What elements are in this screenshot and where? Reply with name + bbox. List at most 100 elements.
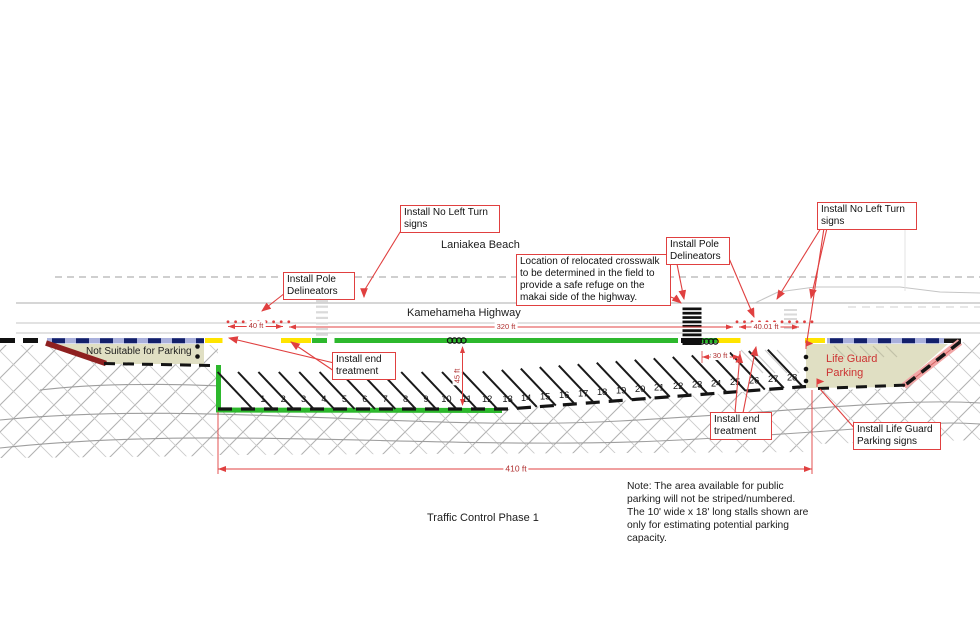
stall-line <box>278 371 315 410</box>
leader-lines <box>227 227 857 431</box>
phase-title: Traffic Control Phase 1 <box>427 512 539 524</box>
delineator-dot <box>287 320 291 324</box>
annotation-life-guard-signs: Install Life Guard Parking signs <box>853 422 941 450</box>
coil-loop <box>703 338 710 345</box>
stall-number: 27 <box>768 374 778 384</box>
stall-line <box>461 371 499 410</box>
stall-line <box>216 371 254 410</box>
faint-crosswalk-bar <box>316 328 328 331</box>
stall-number: 13 <box>502 394 512 404</box>
refuge-hatch-line <box>776 349 800 374</box>
stall-number: 9 <box>423 394 428 404</box>
not-suitable-parking-label: Not Suitable for Parking <box>86 346 192 357</box>
yellow-end-4 <box>805 338 825 343</box>
yellow-end-2 <box>281 338 311 343</box>
dim-crosswalk-offset: 30 ft <box>710 351 730 361</box>
stall-line <box>596 362 633 401</box>
stall-line <box>691 354 728 394</box>
crosswalk-bar <box>682 342 702 345</box>
stall-number: 26 <box>749 375 759 385</box>
stall-line <box>634 359 671 398</box>
delineator-dot <box>780 320 784 324</box>
faint-crosswalk-bar <box>316 305 328 308</box>
stall-number: 24 <box>711 378 721 388</box>
stall-number: 16 <box>559 390 569 400</box>
faint-crosswalk-bar <box>316 322 328 325</box>
stall-line <box>400 371 437 410</box>
existing-crosswalk-left <box>316 300 328 336</box>
stall-number: 18 <box>597 387 607 397</box>
end-treatment-coils <box>446 337 719 345</box>
stall-number: 10 <box>441 394 451 404</box>
dim-total-length: 410 ft <box>503 463 529 474</box>
stall-number: 22 <box>673 381 683 391</box>
stall-number: 17 <box>578 388 588 398</box>
faint-crosswalk-bar <box>784 327 797 329</box>
no-parking-zone <box>47 344 204 364</box>
stall-line <box>482 370 519 410</box>
dim-parking-depth: 45 ft <box>452 366 462 386</box>
delineator-dot <box>264 320 268 324</box>
stall-line <box>767 348 804 388</box>
beach-label: Laniakea Beach <box>441 239 520 251</box>
delineator-dot <box>279 320 283 324</box>
coil-loop <box>455 337 463 344</box>
life-guard-stall-lines <box>833 345 898 358</box>
crosswalk-bar <box>682 333 702 337</box>
delineator-dot <box>795 320 799 324</box>
stall-line <box>298 371 335 410</box>
stall-number: 20 <box>635 384 645 394</box>
stall-line <box>539 366 576 405</box>
stall-number: 11 <box>462 394 472 404</box>
lg-stall-line <box>846 345 859 358</box>
faint-crosswalk-bar <box>316 300 328 303</box>
coil-loop <box>446 337 454 344</box>
annotation-end-treatment-right: Install end treatment <box>710 412 772 440</box>
stall-line <box>748 350 785 389</box>
annotation-pole-delineators-right: Install Pole Delineators <box>666 237 730 265</box>
coil-loop <box>712 338 719 345</box>
crosswalk-bar <box>682 311 702 315</box>
delineator-dots <box>226 320 814 324</box>
lg-stall-line <box>833 345 846 358</box>
stall-number: 21 <box>654 383 664 393</box>
yellow-end-left <box>205 338 223 343</box>
crosswalk-bar <box>682 316 702 319</box>
sign-flags <box>805 340 825 387</box>
public-parking-note: Note: The area available for public park… <box>627 481 809 545</box>
stall-number: 3 <box>301 394 306 404</box>
delineator-dot <box>810 320 814 324</box>
stall-line <box>710 353 747 392</box>
lg-stall-line <box>872 345 885 358</box>
delineator-dot <box>241 320 245 324</box>
relocated-crosswalk <box>682 307 702 345</box>
faint-crosswalk-bar <box>784 318 797 320</box>
pink-barrier-dashes <box>902 340 962 388</box>
annotation-crosswalk-location: Location of relocated crosswalk to be de… <box>516 254 671 306</box>
coil-loop <box>451 337 458 344</box>
crosswalk-bar <box>682 307 702 311</box>
stall-number: 1 <box>260 394 265 404</box>
stall-line <box>615 360 652 399</box>
annotation-no-left-turn-left: Install No Left Turn signs <box>400 205 500 233</box>
crosswalk-bar <box>682 337 702 341</box>
coil-loop <box>707 338 715 345</box>
stall-line <box>318 371 356 410</box>
flag-icon <box>805 340 814 349</box>
stall-line <box>237 371 274 410</box>
stall-line <box>558 364 595 404</box>
coil-loop <box>460 337 467 344</box>
delineator-dot <box>803 320 806 324</box>
faint-crosswalk-bar <box>784 313 797 316</box>
delineator-dot <box>788 320 791 324</box>
stall-line <box>501 369 538 408</box>
faint-crosswalk-bar <box>316 333 328 336</box>
stall-number: 19 <box>616 386 626 396</box>
lg-stall-line <box>859 345 872 358</box>
life-guard-parking-label: Life Guard Parking <box>826 353 878 380</box>
delineator-dot <box>226 320 230 324</box>
green-segment-1 <box>312 338 327 343</box>
